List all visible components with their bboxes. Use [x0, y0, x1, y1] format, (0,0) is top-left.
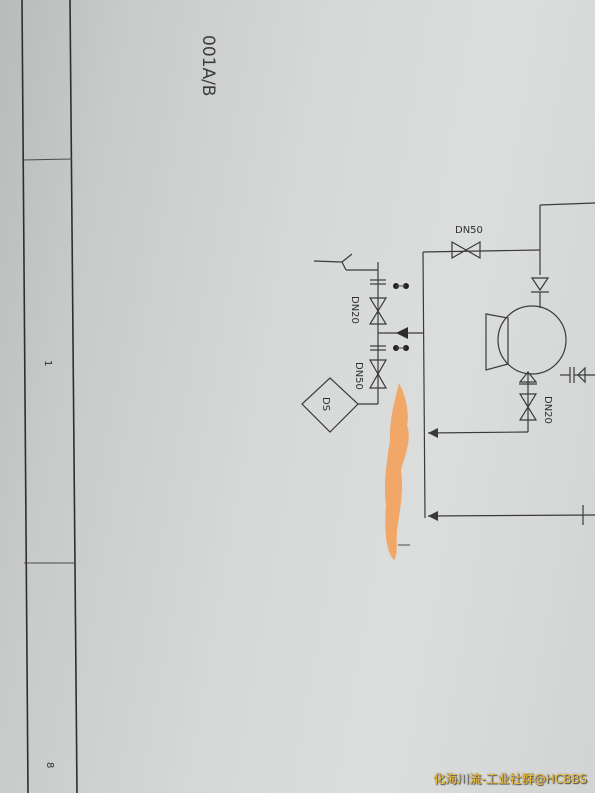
gate-valve-dn20-left [368, 297, 388, 325]
redaction-mark [384, 383, 409, 560]
margin-mark-1: 1 [42, 360, 53, 366]
label-dn20-left: DN20 [349, 296, 360, 324]
label-dn50-left: DN50 [353, 362, 364, 390]
return-line-1 [427, 431, 529, 434]
label-ds: DS [320, 397, 331, 411]
gate-valve-dn50-left [368, 359, 388, 389]
check-valve-top [530, 277, 550, 308]
spectacle-blind-top [370, 279, 409, 289]
label-dn50-top: DN50 [455, 225, 483, 236]
title-fragment: 001A/B [198, 35, 218, 96]
vent-funnel [313, 253, 378, 271]
ds-instrument-box: DS [301, 377, 359, 433]
drawing-border [21, 0, 78, 793]
pump-symbol [485, 305, 567, 375]
bypass-line [422, 249, 541, 253]
watermark-text: 化海川流-工业社群@HCBBS [433, 772, 587, 786]
main-header-line [422, 251, 426, 519]
gate-valve-dn20-bottom [518, 393, 538, 421]
pid-schematic: DN50 DN20 [301, 202, 595, 546]
margin-mark-8: 8 [44, 762, 55, 768]
check-valve-bottom [518, 371, 538, 385]
gate-valve-dn50-top [451, 240, 481, 260]
flange-fitting-right [569, 366, 595, 384]
spectacle-blind-lower [370, 345, 409, 351]
label-dn20-bottom: DN20 [542, 396, 553, 424]
return-line-2 [427, 514, 595, 517]
